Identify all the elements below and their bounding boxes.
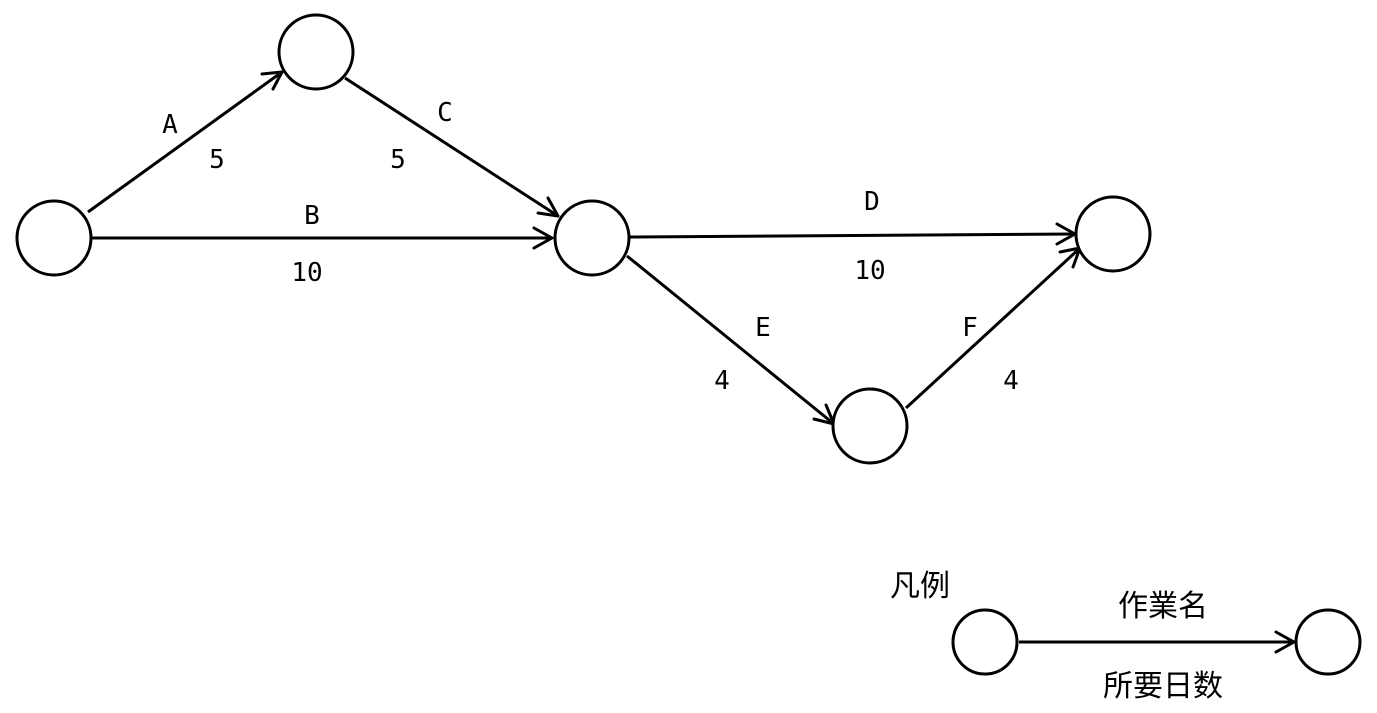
- legend: 凡例 作業名 所要日数: [890, 569, 1362, 704]
- arrow-c: [344, 76, 560, 218]
- legend-node-start: [951, 608, 1019, 676]
- node-merge: [553, 199, 631, 277]
- node-end: [1074, 195, 1152, 273]
- arrow-f: [904, 246, 1082, 410]
- legend-title: 凡例: [890, 569, 950, 604]
- activity-f-name: F: [962, 313, 978, 343]
- activity-a-name: A: [162, 110, 178, 140]
- arrow-e: [626, 254, 836, 426]
- activity-a-days: 5: [209, 145, 225, 175]
- activity-c-name: C: [437, 98, 453, 128]
- activity-c-days: 5: [390, 145, 406, 175]
- legend-activity-name-label: 作業名: [1118, 589, 1208, 624]
- activity-d-days: 10: [854, 256, 885, 286]
- activity-d-name: D: [864, 187, 880, 217]
- activity-b-days: 10: [291, 258, 322, 288]
- legend-arrow: [1019, 630, 1296, 654]
- arrow-d: [629, 222, 1077, 246]
- arrow-a: [87, 70, 284, 214]
- activity-e-name: E: [755, 313, 771, 343]
- arrow-b: [92, 226, 554, 250]
- node-after-a: [277, 13, 355, 91]
- activity-b-name: B: [304, 201, 320, 231]
- legend-duration-label: 所要日数: [1103, 669, 1223, 704]
- legend-node-end: [1294, 608, 1362, 676]
- node-after-e: [831, 387, 909, 465]
- activity-e-days: 4: [714, 366, 730, 396]
- node-start: [15, 199, 93, 277]
- activity-f-days: 4: [1003, 366, 1019, 396]
